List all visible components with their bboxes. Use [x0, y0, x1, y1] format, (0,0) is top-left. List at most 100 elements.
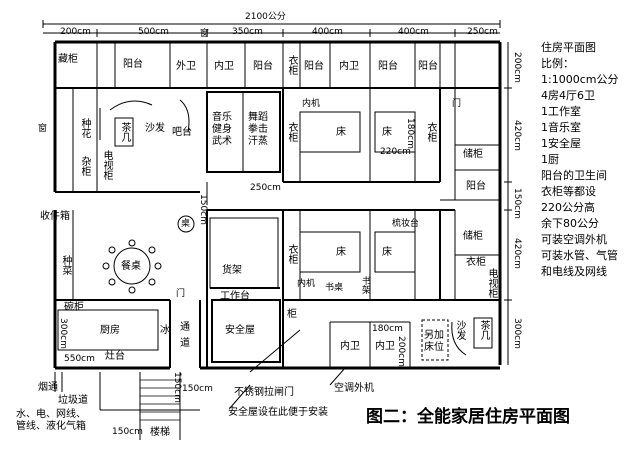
legend-line: 阳台的卫生间 [541, 169, 607, 182]
sofa-2: 沙发 [454, 320, 465, 340]
room-balcony-3: 阳台 [304, 61, 324, 72]
dim-wc-180: 180cm [372, 324, 403, 334]
legend-line: 余下80公分 [541, 217, 599, 230]
room-inner-wc-1: 内卫 [214, 61, 234, 72]
room-inner-wc-2: 内卫 [339, 61, 359, 72]
figure-caption: 图二：全能家居住房平面图 [366, 407, 570, 427]
ac-outdoor-unit: 空调外机 [334, 383, 374, 394]
legend-line: 衣柜等都设 [541, 185, 596, 198]
coffee-table-2: 茶几 [478, 320, 489, 340]
storage-cabinet-2: 储柜 [463, 231, 483, 242]
room-balcony-6: 阳台 [466, 181, 486, 192]
room-wardrobe-3: 衣柜 [425, 122, 436, 142]
fridge: 冰 [160, 325, 170, 336]
legend: 住房平面图 比例： 1:1000cm公分 4房4厅6卫 1工作室 1音乐室 1安… [541, 40, 618, 280]
room-wardrobe-5: 衣柜 [466, 257, 486, 268]
legend-line: 可装水管、气管 [541, 249, 618, 262]
dim-bed-180: 180cm [405, 118, 415, 149]
dim-top-400a: 400cm [312, 27, 343, 37]
music-room: 音乐 健身 武术 [212, 112, 232, 147]
dim-top-250: 250cm [467, 27, 498, 37]
dim-top-200: 200cm [60, 27, 91, 37]
dim-left-300: 300cm [58, 318, 68, 349]
door-2: 门 [176, 289, 186, 299]
dim-right-420b: 420cm [512, 238, 522, 269]
room-wardrobe-1: 衣柜 [286, 55, 297, 75]
dim-bottom-150b: 150cm [112, 427, 143, 437]
legend-line: 220公分高 [541, 201, 595, 214]
dim-bottom-150c: 150cm [172, 372, 182, 403]
legend-line: 1厨 [541, 153, 559, 166]
dressing-table: 梳妆台 [392, 219, 420, 229]
utility-lines-2: 管线、液化气箱 [16, 421, 86, 432]
dish-cabinet: 碗柜 [64, 302, 84, 313]
room-cangui: 藏柜 [58, 54, 78, 65]
bed-4: 床 [382, 247, 392, 258]
dining-table: 餐桌 [121, 261, 141, 272]
room-balcony-1: 阳台 [123, 59, 143, 70]
garbage-chute: 垃圾道 [58, 395, 88, 406]
desk: 书桌 [325, 283, 344, 293]
legend-line: 比例： [541, 57, 574, 70]
legend-line: 1:1000cm公分 [541, 73, 619, 86]
dance-room: 舞蹈 拳击 汗蒸 [248, 112, 268, 147]
room-wardrobe-4: 衣柜 [286, 244, 297, 264]
legend-line: 4房4厅6卫 [541, 89, 595, 102]
room-balcony-5: 阳台 [418, 61, 438, 72]
legend-line: 1安全屋 [541, 137, 581, 150]
room-wardrobe-2: 衣柜 [286, 122, 297, 142]
room-vegetables: 种菜 [60, 255, 71, 275]
workbench: 工作台 [220, 291, 250, 302]
dim-mid-150: 150cm [198, 194, 208, 225]
sofa-1: 沙发 [145, 123, 165, 134]
legend-line: 1音乐室 [541, 121, 581, 134]
door-1: 门 [452, 99, 462, 109]
legend-line: 1工作室 [541, 105, 581, 118]
passage: 通 道 [180, 322, 190, 349]
dim-mid-250: 250cm [250, 183, 281, 193]
dim-wc-200: 200cm [396, 336, 406, 367]
extra-bed: 另加 床位 [424, 330, 444, 353]
coffee-table-1: 茶几 [119, 122, 130, 142]
window-top: 窗 [200, 29, 210, 39]
room-balcony-2: 阳台 [253, 61, 273, 72]
room-flowers: 种花 [79, 118, 90, 138]
window-left: 窗 [38, 124, 48, 134]
indoor-unit-1: 内机 [302, 99, 321, 109]
staircase: 楼梯 [150, 427, 170, 438]
bookshelf: 书架 [360, 276, 370, 294]
room-balcony-4: 阳台 [378, 61, 398, 72]
stove: 灶台 [105, 351, 125, 362]
dim-right-150: 150cm [512, 188, 522, 219]
small-table: 桌 [181, 219, 191, 229]
tv-cabinet-2: 电视柜 [486, 268, 497, 298]
legend-line: 可装空调外机 [541, 233, 607, 246]
total-width-label: 2100公分 [245, 12, 286, 22]
tv-cabinet-1: 电视柜 [101, 150, 112, 180]
bed-1: 床 [336, 127, 346, 138]
bed-3: 床 [336, 247, 346, 258]
dim-right-200: 200cm [512, 52, 522, 83]
dim-bottom-550: 550cm [64, 354, 95, 364]
legend-line: 和电线及网线 [541, 265, 607, 278]
chimney: 烟通 [38, 382, 58, 393]
safe-room: 安全屋 [225, 325, 255, 336]
dim-right-420a: 420cm [512, 120, 522, 151]
storage-cabinet-1: 储柜 [463, 149, 483, 160]
shelf: 货架 [222, 265, 242, 276]
dim-bed-220: 220cm [380, 147, 411, 157]
kitchen: 厨房 [100, 325, 120, 336]
steel-gate: 不锈钢拉闸门 [234, 387, 294, 398]
dim-top-350: 350cm [232, 27, 263, 37]
bed-2: 床 [382, 127, 392, 138]
dim-bottom-150a: 150cm [182, 384, 213, 394]
dim-right-300: 300cm [512, 318, 522, 349]
legend-line: 住房平面图 [541, 41, 596, 54]
room-inner-wc-4: 内卫 [375, 341, 395, 352]
mailbox: 收件箱 [40, 211, 70, 222]
dim-top-500: 500cm [138, 27, 169, 37]
cabinet: 柜 [287, 309, 297, 320]
utility-lines-1: 水、电、网线、 [16, 409, 86, 420]
